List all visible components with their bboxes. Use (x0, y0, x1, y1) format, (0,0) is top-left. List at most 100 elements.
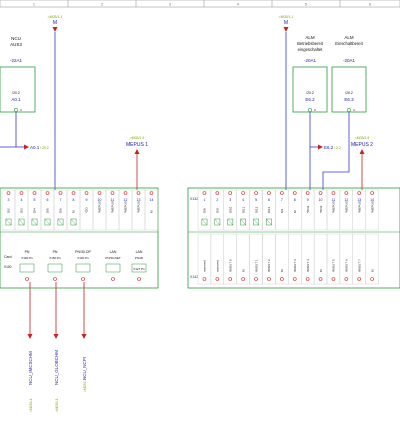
right-terminal-strip: X132 X142 1DI82DI93DI104DI115DI126DI137M… (187, 187, 400, 289)
socket-label: PN (53, 250, 58, 254)
io-cell (210, 233, 224, 285)
pin-connector (14, 108, 18, 112)
signal-label: NCU_IMCSCHM (28, 351, 33, 385)
io-cell (365, 233, 379, 285)
right-arrow-icon (318, 144, 323, 150)
terminal-signal: *MEPUS (137, 201, 141, 213)
pin-icon (228, 277, 233, 281)
terminal-diagonal (266, 218, 272, 226)
strip-label-bottom: X142 (190, 275, 198, 279)
pin-icon (123, 191, 128, 195)
terminal-number: 7 (281, 198, 283, 202)
terminal-number: 2 (216, 198, 218, 202)
pin-icon (305, 191, 310, 195)
right-potential-m: =M03/1.1 M (279, 15, 294, 190)
potential-label: M (284, 20, 288, 26)
terminal-signal: DI4 (33, 208, 37, 213)
io-signal: reserved (216, 260, 220, 272)
io-signal: IN/OUT 4 (306, 259, 310, 272)
terminal-number: 7 (60, 198, 62, 202)
terminal-signal: DI3 (20, 208, 24, 213)
io-cell (288, 233, 302, 285)
terminal-diagonal (18, 218, 25, 226)
socket-sub: X150 P1 (49, 256, 61, 260)
terminal-icon (240, 218, 247, 226)
terminal-icon (266, 218, 272, 226)
socket-name: X127 P1 (133, 267, 145, 271)
socket-label: PN (25, 250, 30, 254)
io-signal: M (370, 269, 374, 272)
pin-icon (241, 191, 245, 195)
down-arrow-icon (27, 334, 33, 339)
terminal-icon (5, 218, 12, 226)
terminal-signal: DI11 (241, 207, 245, 213)
io-signal: IN/OUT 0 (228, 259, 232, 272)
bottom-signals: NCU_IMCSCHM =M03/1.1 NCU_GLOBCHM =M03/1.… (27, 282, 87, 412)
terminal-diagonal (70, 218, 77, 226)
potential-ref: =M03/1.1 (48, 15, 63, 19)
terminal-cell (66, 189, 81, 231)
ncu-subtitle: AUS3 (10, 42, 22, 47)
socket-sub: X100 P1 (21, 256, 33, 260)
io-signal: IN/OUT 2 (267, 259, 271, 272)
socket-box (131, 263, 147, 273)
strip-label-top: X132 (190, 197, 198, 201)
arrow-ref: / 2.2 (334, 146, 341, 150)
terminal-diagonal (214, 218, 221, 226)
a01-arrow: A0.1 / 20.2 (16, 144, 49, 150)
pin-icon (228, 191, 233, 195)
arrow-label: E6.2 (324, 145, 334, 150)
terminal-number: 9 (86, 198, 88, 202)
device-tag: -20A1 (304, 58, 317, 63)
terminal-diagonal (57, 218, 64, 226)
terminal-number: 11 (332, 198, 336, 202)
terminal-signal: DI12 (254, 206, 258, 213)
pin-icon (84, 191, 89, 195)
potential-ref: =M03/1.1 (279, 15, 294, 19)
terminal-cell (288, 189, 302, 231)
socket-label: PN/30-DP (75, 250, 91, 254)
pin-icon (71, 191, 76, 195)
down-arrow-icon (52, 27, 58, 32)
socket-box (105, 263, 121, 273)
terminal-signal: M1 (280, 209, 284, 213)
pin-icon (254, 191, 258, 195)
device-tag: -22A1 (10, 58, 23, 63)
pin-icon (110, 191, 115, 195)
terminal-cell (365, 189, 379, 231)
terminal-diagonal (240, 218, 246, 226)
terminal-number: 4 (21, 198, 23, 202)
terminal-signal: *MEPUS (332, 201, 336, 213)
alm-labels: ALM Betriebsbereit eingeschaltet ALM Ein… (297, 35, 363, 52)
pin-icon (292, 191, 297, 195)
pin-icon (53, 277, 57, 281)
socket-label: LAN (110, 250, 117, 254)
terminal-signal: *MEPUS (345, 201, 349, 213)
terminal-number: 5 (34, 198, 36, 202)
io-cell (275, 233, 289, 285)
terminal-cell (144, 189, 159, 231)
down-arrow-icon (283, 27, 289, 32)
terminal-signal: *MEPUS (370, 201, 374, 213)
terminal-signal: DI5 (46, 208, 50, 213)
pin-icon (241, 277, 245, 281)
signal-ref: =M03/1.1 (29, 398, 33, 412)
terminal-signal: DI2 (7, 208, 11, 213)
terminal-signal: M (72, 210, 76, 213)
pin-icon (267, 277, 271, 281)
socket-sub: X130 P1 (77, 256, 89, 260)
terminal-icon (227, 218, 234, 226)
pin-icon (370, 277, 374, 281)
socket-box (19, 263, 35, 273)
terminal-icon (18, 218, 25, 226)
terminal-signal: DI6 (59, 208, 63, 213)
pin-icon (280, 277, 284, 281)
ncu-title: NCU (11, 36, 21, 41)
down-arrow-icon (53, 334, 59, 339)
wire-e63 (322, 112, 350, 190)
pin-icon (111, 277, 115, 281)
io-cell (262, 233, 276, 285)
pin-name: E6.3 (344, 97, 354, 102)
